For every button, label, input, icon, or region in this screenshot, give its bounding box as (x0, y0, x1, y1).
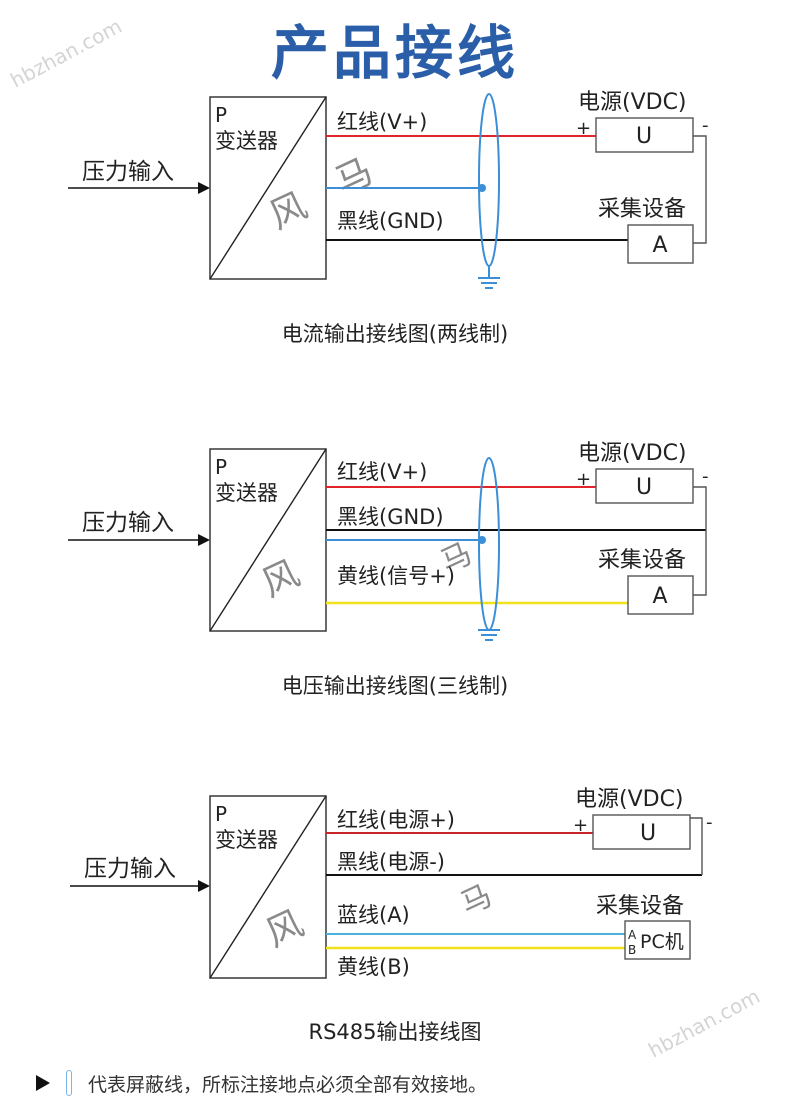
device-box (627, 224, 694, 264)
brand-watermark: 马 (329, 151, 379, 203)
power-label: 电源(VDC) (578, 441, 687, 466)
transmitter-name: 变送器 (215, 481, 278, 505)
transmitter-diagonal (209, 448, 327, 632)
ground-icon (478, 266, 500, 289)
power-box (592, 814, 691, 850)
return-wire (693, 486, 707, 596)
brand-watermark: 风 (256, 553, 306, 605)
brand-watermark: 风 (263, 185, 313, 237)
transmitter-name: 变送器 (215, 828, 278, 852)
wire-label-blue: 蓝线(A) (337, 903, 410, 927)
wire-label-black: 黑线(GND) (337, 209, 444, 233)
return-wire (690, 817, 703, 875)
input-label: 压力输入 (82, 159, 174, 185)
arrow-icon (198, 880, 210, 892)
diagram-caption: 电压输出接线图(三线制) (281, 674, 509, 698)
wire-label-red: 红线(V+) (337, 460, 427, 484)
power-minus: - (706, 812, 713, 833)
wire-label-yellow: 黄线(B) (337, 955, 410, 979)
input-label: 压力输入 (84, 856, 176, 882)
pc-box (624, 920, 691, 960)
wire-label-red: 红线(V+) (337, 110, 427, 134)
transmitter-name: 变送器 (215, 129, 278, 153)
device-box-label: A (652, 233, 667, 258)
wire-label-black: 黑线(GND) (337, 505, 444, 529)
ground-icon (478, 629, 500, 641)
diagram-voltage-output: 压力输入 P 变送器 风 马 红线(V+) 黑线(GND) 黄线(信号+) 电源… (68, 441, 709, 641)
transmitter-box (209, 795, 327, 979)
power-box-label: U (636, 475, 652, 500)
diagram-caption: RS485输出接线图 (308, 1020, 482, 1044)
arrow-icon (198, 182, 210, 194)
power-plus: + (576, 469, 591, 490)
power-box (595, 468, 694, 504)
pin-a-label: A (628, 928, 637, 942)
diagram-rs485-output: 压力输入 P 变送器 风 马 红线(电源+) 黑线(电源-) 蓝线(A) 黄线(… (70, 787, 713, 979)
shield-note: 代表屏蔽线，所标注接地点必须全部有效接地。 (36, 1068, 487, 1098)
power-box-label: U (640, 821, 656, 846)
device-label: 采集设备 (598, 548, 686, 573)
transmitter-p: P (215, 802, 227, 826)
device-box (627, 575, 694, 615)
wire-label-red: 红线(电源+) (337, 808, 455, 832)
power-plus: + (576, 118, 591, 139)
pin-b-label: B (628, 943, 636, 957)
note-text: 代表屏蔽线，所标注接地点必须全部有效接地。 (88, 1073, 488, 1096)
diagram-caption: 电流输出接线图(两线制) (281, 322, 509, 346)
brand-watermark: 风 (260, 903, 310, 955)
input-label: 压力输入 (82, 510, 174, 536)
power-minus: - (702, 466, 709, 487)
play-triangle-icon (36, 1075, 50, 1091)
return-wire (693, 135, 707, 244)
shield-line-icon (66, 1070, 72, 1096)
transmitter-p: P (215, 103, 227, 127)
wire-label-yellow: 黄线(信号+) (337, 564, 455, 588)
diagram-current-output: 压力输入 P 变送器 风 马 红线(V+) 黑线(GND) 电源(VDC) + … (68, 90, 709, 289)
transmitter-diagonal (209, 795, 327, 979)
device-label: 采集设备 (596, 894, 684, 919)
power-minus: - (702, 115, 709, 136)
brand-watermark: 马 (455, 878, 497, 922)
device-label: 采集设备 (598, 197, 686, 222)
power-box (595, 117, 694, 153)
arrow-icon (198, 534, 210, 546)
power-label: 电源(VDC) (578, 90, 687, 115)
device-box-label: A (652, 584, 667, 609)
transmitter-diagonal (209, 96, 327, 280)
power-plus: + (573, 815, 588, 836)
power-label: 电源(VDC) (575, 787, 684, 812)
page-title: 产品接线 (270, 19, 519, 87)
wire-label-black: 黑线(电源-) (337, 850, 445, 874)
transmitter-p: P (215, 455, 227, 479)
pc-box-label: PC机 (640, 931, 684, 953)
power-box-label: U (636, 124, 652, 149)
